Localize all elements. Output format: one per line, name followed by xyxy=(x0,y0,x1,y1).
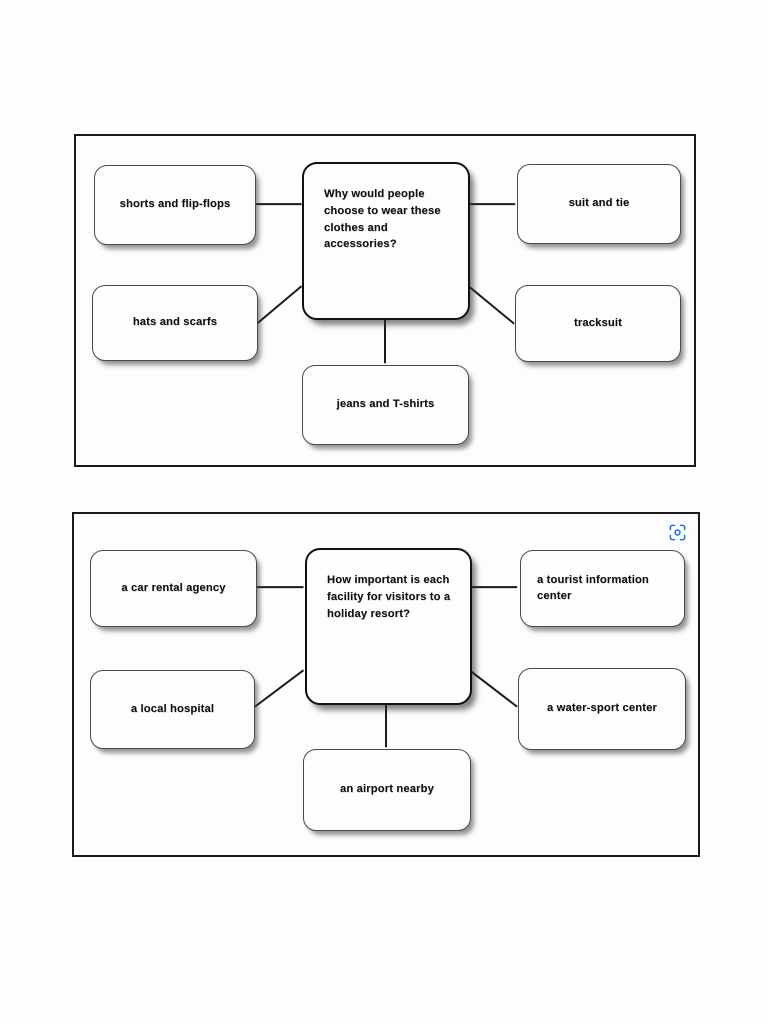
node-label: shorts and flip-flops xyxy=(119,198,231,211)
diagram-clothes-mindmap: shorts and flip-flops hats and scarfs je… xyxy=(74,134,696,467)
diagram-canvas: shorts and flip-flops hats and scarfs je… xyxy=(76,136,694,465)
node-jeans-and-t-shirts[interactable]: jeans and T-shirts xyxy=(302,365,469,445)
node-a-local-hospital[interactable]: a local hospital xyxy=(90,670,255,749)
node-an-airport-nearby[interactable]: an airport nearby xyxy=(303,749,471,831)
center-question-label: Why would people choose to wear these cl… xyxy=(324,188,441,251)
node-label: a water-sport center xyxy=(547,702,657,715)
diagram-canvas: a car rental agency a local hospital an … xyxy=(74,514,698,855)
node-tracksuit[interactable]: tracksuit xyxy=(515,285,681,362)
node-label: an airport nearby xyxy=(340,783,434,796)
node-label: suit and tie xyxy=(568,197,630,210)
node-label: hats and scarfs xyxy=(132,316,218,329)
diagram-holiday-resort-mindmap: a car rental agency a local hospital an … xyxy=(72,512,700,857)
node-center-question-clothes[interactable]: Why would people choose to wear these cl… xyxy=(302,162,470,320)
node-suit-and-tie[interactable]: suit and tie xyxy=(517,164,681,244)
node-label: a tourist information center xyxy=(537,574,649,602)
node-shorts-and-flip-flops[interactable]: shorts and flip-flops xyxy=(94,165,256,245)
node-label: a car rental agency xyxy=(121,581,226,594)
node-a-car-rental-agency[interactable]: a car rental agency xyxy=(90,550,257,627)
node-center-question-holiday-resort[interactable]: How important is each facility for visit… xyxy=(305,548,472,705)
node-a-tourist-information-center[interactable]: a tourist information center xyxy=(520,550,685,627)
node-label: jeans and T-shirts xyxy=(336,398,435,411)
node-hats-and-scarfs[interactable]: hats and scarfs xyxy=(92,285,258,361)
node-label: a local hospital xyxy=(130,702,215,715)
node-label: tracksuit xyxy=(574,316,622,329)
center-question-label: How important is each facility for visit… xyxy=(327,574,451,620)
node-a-water-sport-center[interactable]: a water-sport center xyxy=(518,668,686,750)
lens-scan-icon[interactable] xyxy=(666,521,689,544)
